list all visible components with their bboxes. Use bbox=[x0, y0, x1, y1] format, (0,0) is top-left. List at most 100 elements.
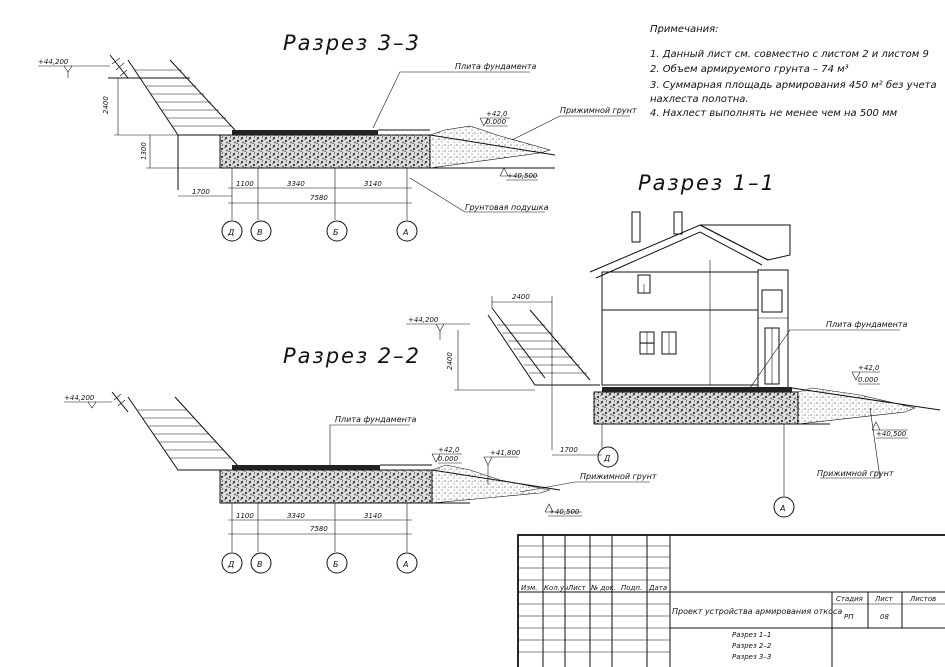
level-mark-mid-2-2: +41,800 bbox=[483, 449, 521, 485]
label-backfill-3-3: Прижимной грунт bbox=[560, 106, 637, 115]
label-backfill-1-1: Прижимной грунт bbox=[817, 469, 894, 478]
svg-text:0.000: 0.000 bbox=[438, 455, 459, 463]
foundation-slab-1-1 bbox=[602, 387, 792, 392]
svg-text:3340: 3340 bbox=[287, 180, 305, 188]
section-1-1-title: Разрез 1–1 bbox=[638, 171, 776, 195]
svg-text:+42,0: +42,0 bbox=[858, 364, 880, 372]
axis-D-1-1: Д bbox=[597, 446, 619, 468]
svg-text:Д: Д bbox=[603, 454, 610, 463]
soil-cushion bbox=[219, 134, 431, 169]
section-3-3-title: Разрез 3–3 bbox=[283, 31, 421, 55]
slope-hatching-2-2 bbox=[113, 393, 231, 459]
svg-text:7580: 7580 bbox=[310, 194, 328, 202]
level-mark-top-2-2: +44,200 bbox=[64, 394, 112, 409]
svg-text:В: В bbox=[257, 228, 263, 237]
stamp-sheets-header: Листов bbox=[909, 595, 936, 603]
stamp-sheet-header: Лист bbox=[874, 595, 894, 603]
dim-depth-1300: 1300 bbox=[140, 135, 220, 169]
excavation-slope-2-2 bbox=[127, 396, 220, 471]
stamp-header-list: Лист bbox=[567, 584, 587, 592]
label-slab-1-1: Плита фундамента bbox=[826, 320, 908, 329]
stamp-header-izm: Изм. bbox=[521, 584, 537, 592]
section-3-3: Разрез 3–3 П bbox=[38, 31, 637, 242]
content-1-1: Разрез 1–1 bbox=[732, 631, 771, 639]
note-1: 1. Данный лист см. совместно с листом 2 … bbox=[650, 49, 929, 60]
dim-chain: 1100 3340 3140 7580 bbox=[228, 168, 412, 220]
excavation-slope-left bbox=[127, 59, 215, 136]
stamp-header-kol: Кол.уч bbox=[544, 584, 568, 592]
svg-text:3140: 3140 bbox=[364, 180, 382, 188]
svg-text:Д: Д bbox=[227, 228, 234, 237]
revision-grid bbox=[518, 535, 671, 667]
foundation-slab bbox=[232, 130, 378, 135]
svg-text:+40,500: +40,500 bbox=[549, 508, 580, 516]
house-elevation bbox=[589, 211, 791, 389]
slope-hatching bbox=[111, 57, 232, 127]
leader-backfill-2-2 bbox=[519, 481, 650, 493]
note-3: 3. Суммарная площадь армирования 450 м² … bbox=[650, 79, 937, 91]
svg-text:1700: 1700 bbox=[192, 188, 210, 196]
leader-backfill bbox=[511, 115, 630, 141]
dim-top-2400-1-1: 2400 bbox=[491, 293, 553, 450]
svg-text:0.000: 0.000 bbox=[858, 376, 879, 384]
excavation-outer-2-2 bbox=[174, 396, 239, 467]
level-mark-top: +44,200 bbox=[38, 58, 110, 78]
stamp-header-date: Дата bbox=[648, 584, 667, 592]
level-mark-slab: +42,0 0.000 bbox=[479, 110, 510, 127]
slope-top-2-2 bbox=[111, 391, 129, 413]
backfill-soil-2-2 bbox=[431, 464, 551, 504]
level-mark-low-1-1: +40,500 bbox=[871, 421, 908, 439]
svg-text:+40,500: +40,500 bbox=[507, 172, 538, 180]
axis-B-3-3: Б bbox=[326, 220, 348, 242]
label-backfill-2-2: Прижимной грунт bbox=[580, 472, 657, 481]
foundation-slab-2-2 bbox=[232, 465, 380, 470]
svg-text:+41,800: +41,800 bbox=[490, 449, 521, 457]
stamp-stage-header: Стадия bbox=[836, 595, 863, 603]
dim-height-2400: 2400 bbox=[102, 77, 178, 136]
section-2-2: Разрез 2–2 Плита фундамента Прижимной гр… bbox=[64, 344, 657, 574]
svg-text:2400: 2400 bbox=[446, 352, 454, 370]
backfill-soil-1-1 bbox=[797, 387, 916, 425]
svg-text:+42,0: +42,0 bbox=[438, 446, 460, 454]
svg-text:Д: Д bbox=[227, 560, 234, 569]
note-3-cont: нахлеста полотна. bbox=[650, 94, 749, 105]
excavation-slope-1-1 bbox=[487, 314, 600, 386]
section-1-1: Разрез 1–1 bbox=[406, 171, 941, 518]
leader-slab-1-1 bbox=[749, 329, 900, 389]
svg-text:2400: 2400 bbox=[102, 96, 110, 114]
title-block: Изм. Кол.уч Лист № док. Подп. Дата Проек… bbox=[517, 534, 945, 667]
soil-cushion-1-1 bbox=[593, 391, 799, 425]
stamp-sheet: 08 bbox=[880, 613, 889, 621]
notes-block: Примечания: 1. Данный лист см. совместно… bbox=[650, 24, 937, 119]
stamp-stage: РП bbox=[844, 613, 854, 621]
dim-offset-1700: 1700 bbox=[178, 188, 232, 197]
leader-backfill-1-1 bbox=[820, 407, 881, 479]
svg-text:+40,500: +40,500 bbox=[876, 430, 907, 438]
svg-text:0.000: 0.000 bbox=[486, 118, 507, 126]
level-mark-low-2-2: +40,500 bbox=[544, 503, 582, 517]
axis-B-2-2: Б bbox=[326, 552, 348, 574]
axis-D-3-3: Д bbox=[221, 220, 243, 242]
content-2-2: Разрез 2–2 bbox=[732, 642, 772, 650]
slope-top bbox=[109, 54, 129, 79]
axis-V-2-2: В bbox=[250, 552, 272, 574]
excavation-slope-outer bbox=[169, 59, 236, 131]
axis-V-3-3: В bbox=[250, 220, 272, 242]
svg-text:Б: Б bbox=[333, 560, 339, 569]
svg-text:В: В bbox=[257, 560, 263, 569]
label-slab-3-3: Плита фундамента bbox=[455, 62, 537, 71]
svg-text:Б: Б bbox=[333, 228, 339, 237]
level-mark-top-1-1: +44,200 bbox=[406, 316, 470, 340]
svg-text:3140: 3140 bbox=[364, 512, 382, 520]
dim-height-1-1: 2400 bbox=[446, 330, 535, 391]
svg-text:+44,200: +44,200 bbox=[64, 394, 95, 402]
svg-text:А: А bbox=[402, 228, 408, 237]
svg-text:+44,200: +44,200 bbox=[408, 316, 439, 324]
note-4: 4. Нахлест выполнять не менее чем на 500… bbox=[650, 108, 898, 119]
project-title: Проект устройства армирования откоса bbox=[672, 607, 842, 616]
svg-text:А: А bbox=[402, 560, 408, 569]
label-cushion-3-3: Грунтовая подушка bbox=[465, 203, 549, 212]
axis-A-2-2: А bbox=[396, 552, 418, 574]
axis-D-2-2: Д bbox=[221, 552, 243, 574]
